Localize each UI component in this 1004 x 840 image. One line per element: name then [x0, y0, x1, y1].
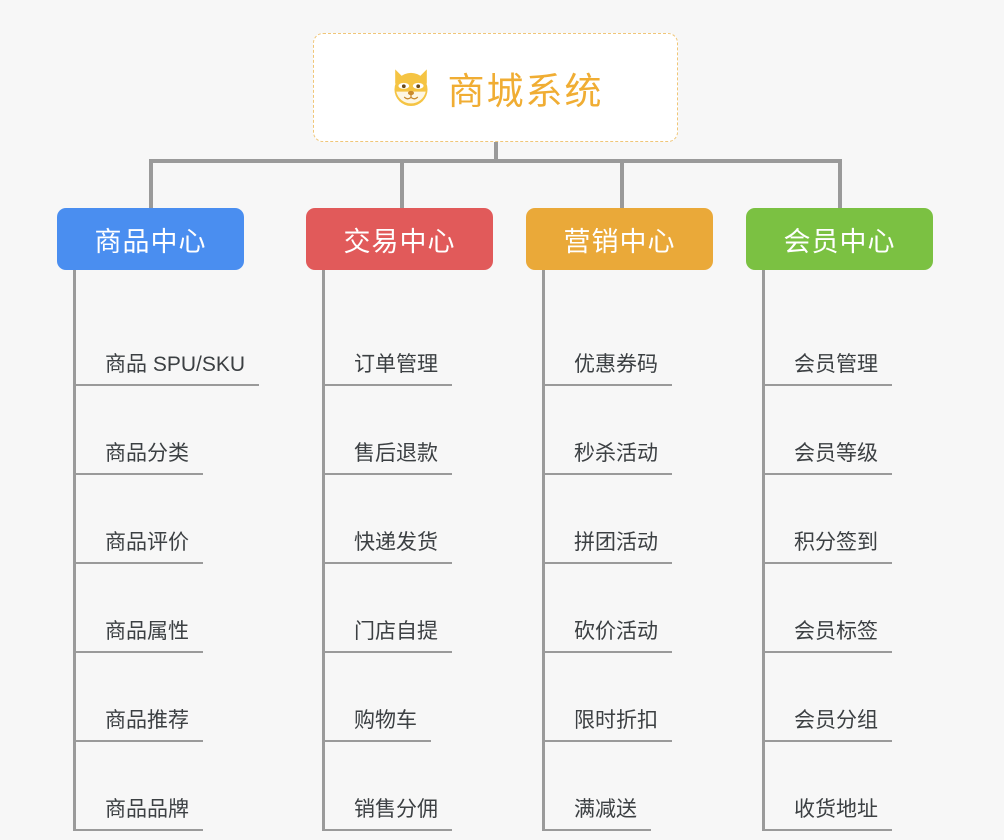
branch-stem-2: [322, 270, 325, 829]
branch-item[interactable]: 商品 SPU/SKU: [73, 352, 260, 387]
category-label-2: 交易中心: [343, 226, 456, 257]
branch-item[interactable]: 会员标签: [762, 619, 892, 654]
branch-item[interactable]: 订单管理: [322, 352, 452, 387]
branch-item-label: 商品品牌: [73, 797, 203, 832]
branch-item[interactable]: 售后退款: [322, 441, 452, 476]
category-label-1: 商品中心: [94, 226, 207, 257]
branch-item-label: 售后退款: [322, 441, 452, 476]
category-box-1[interactable]: 商品中心: [57, 208, 244, 270]
branch-item-label: 订单管理: [322, 352, 452, 387]
branch-item[interactable]: 商品推荐: [73, 708, 203, 743]
branch-item[interactable]: 商品分类: [73, 441, 203, 476]
branch-item-label: 商品分类: [73, 441, 203, 476]
category-label-4: 会员中心: [783, 226, 896, 257]
root-node[interactable]: 商城系统: [313, 33, 678, 142]
branch-item-label: 商品推荐: [73, 708, 203, 743]
branch-item-label: 限时折扣: [542, 708, 672, 743]
connector-drop-2: [400, 159, 404, 209]
branch-item[interactable]: 门店自提: [322, 619, 452, 654]
branch-item[interactable]: 购物车: [322, 708, 431, 743]
shiba-dog-face-icon: [388, 65, 434, 111]
branch-item-label: 拼团活动: [542, 530, 672, 565]
category-box-4[interactable]: 会员中心: [746, 208, 933, 270]
branch-item[interactable]: 拼团活动: [542, 530, 672, 565]
branch-item-label: 会员管理: [762, 352, 892, 387]
branch-item-label: 商品 SPU/SKU: [73, 352, 260, 387]
category-box-3[interactable]: 营销中心: [526, 208, 713, 270]
branch-item-label: 门店自提: [322, 619, 452, 654]
branch-item-label: 会员分组: [762, 708, 892, 743]
branch-item-label: 购物车: [322, 708, 431, 743]
branch-item-label: 快递发货: [322, 530, 452, 565]
branch-item[interactable]: 会员等级: [762, 441, 892, 476]
branch-item[interactable]: 秒杀活动: [542, 441, 672, 476]
branch-item[interactable]: 砍价活动: [542, 619, 672, 654]
branch-item[interactable]: 销售分佣: [322, 797, 452, 832]
connector-drop-4: [838, 159, 842, 209]
branch-stem-3: [542, 270, 545, 829]
branch-item[interactable]: 优惠券码: [542, 352, 672, 387]
branch-stem-4: [762, 270, 765, 829]
branch-item-label: 满减送: [542, 797, 651, 832]
branch-item-label: 收货地址: [762, 797, 892, 832]
branch-item[interactable]: 商品评价: [73, 530, 203, 565]
category-label-3: 营销中心: [563, 226, 676, 257]
branch-item[interactable]: 满减送: [542, 797, 651, 832]
category-box-2[interactable]: 交易中心: [306, 208, 493, 270]
branch-item-label: 积分签到: [762, 530, 892, 565]
branch-item[interactable]: 限时折扣: [542, 708, 672, 743]
branch-item[interactable]: 会员管理: [762, 352, 892, 387]
branch-item-label: 商品评价: [73, 530, 203, 565]
branch-item[interactable]: 商品品牌: [73, 797, 203, 832]
connector-drop-3: [620, 159, 624, 209]
branch-stem-1: [73, 270, 76, 829]
page-title: 商城系统: [447, 70, 604, 112]
branch-item-label: 优惠券码: [542, 352, 672, 387]
branch-item[interactable]: 快递发货: [322, 530, 452, 565]
branch-item-label: 会员标签: [762, 619, 892, 654]
branch-item[interactable]: 商品属性: [73, 619, 203, 654]
branch-item-label: 秒杀活动: [542, 441, 672, 476]
branch-item[interactable]: 积分签到: [762, 530, 892, 565]
branch-item-label: 商品属性: [73, 619, 203, 654]
branch-item[interactable]: 会员分组: [762, 708, 892, 743]
connector-horizontal-bus: [149, 159, 841, 163]
branch-item-label: 会员等级: [762, 441, 892, 476]
connector-drop-1: [149, 159, 153, 209]
branch-item-label: 销售分佣: [322, 797, 452, 832]
branch-item-label: 砍价活动: [542, 619, 672, 654]
connector-root-stem: [494, 142, 498, 163]
branch-item[interactable]: 收货地址: [762, 797, 892, 832]
